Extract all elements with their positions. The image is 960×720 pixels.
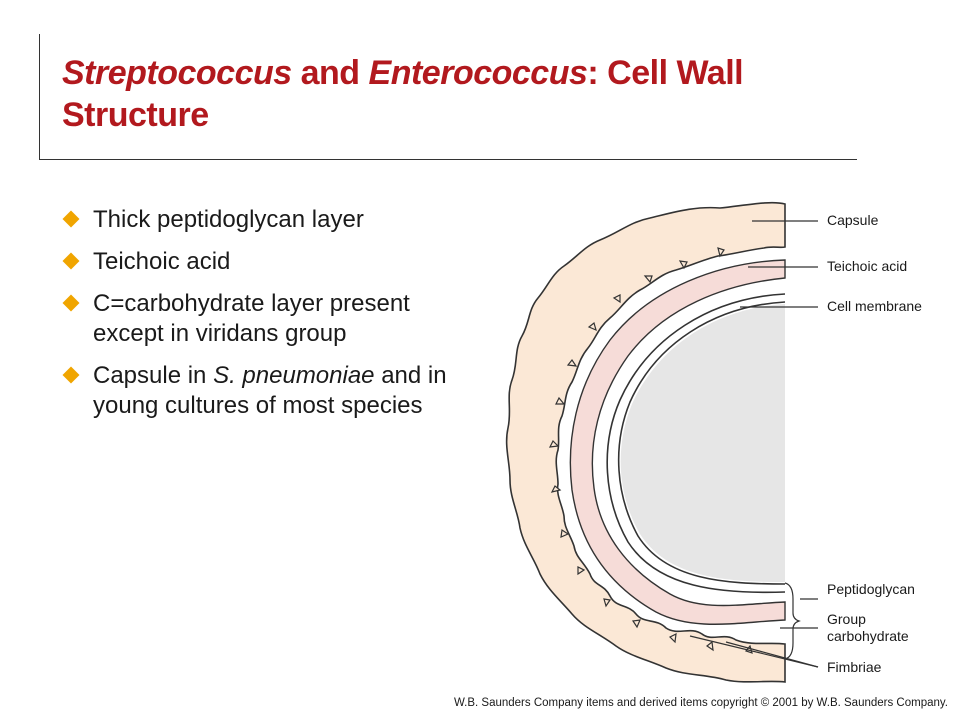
title-rule-horizontal bbox=[39, 159, 857, 160]
label-teichoic-acid: Teichoic acid bbox=[827, 258, 908, 274]
bullet-text: Teichoic acid bbox=[93, 248, 231, 275]
diamond-bullet-icon bbox=[62, 252, 80, 270]
diamond-bullet-icon bbox=[62, 294, 80, 312]
bullet-text-species: S. pneumoniae bbox=[213, 362, 375, 389]
cell-wall-diagram: Capsule Teichoic acid Cell membrane Pept… bbox=[480, 190, 950, 690]
cytoplasm bbox=[620, 304, 785, 582]
title-and: and bbox=[291, 54, 369, 92]
bullet-item-capsule: Capsule in S. pneumoniae and in young cu… bbox=[62, 361, 482, 421]
bullet-item-peptidoglycan: Thick peptidoglycan layer bbox=[62, 205, 482, 235]
slide-title: Streptococcus and Enterococcus: Cell Wal… bbox=[62, 52, 842, 136]
bullet-item-carbohydrate: C=carbohydrate layer present except in v… bbox=[62, 289, 482, 349]
title-enterococcus: Enterococcus bbox=[368, 54, 588, 92]
label-group: Group bbox=[827, 611, 866, 627]
leader-lines bbox=[689, 220, 819, 668]
title-streptococcus: Streptococcus bbox=[62, 54, 292, 92]
bullet-text: C=carbohydrate layer present except in v… bbox=[93, 290, 410, 347]
label-peptidoglycan: Peptidoglycan bbox=[827, 581, 915, 597]
title-rest: : Cell Wall Structure bbox=[62, 54, 744, 134]
bullet-text-prefix: Capsule in bbox=[93, 362, 214, 389]
capsule-layer bbox=[505, 201, 786, 683]
bullet-item-teichoic: Teichoic acid bbox=[62, 247, 482, 277]
diamond-bullet-icon bbox=[62, 366, 80, 384]
label-capsule: Capsule bbox=[827, 212, 879, 228]
bullet-text: Thick peptidoglycan layer bbox=[93, 206, 364, 233]
label-carbohydrate: carbohydrate bbox=[827, 628, 909, 644]
copyright-notice: W.B. Saunders Company items and derived … bbox=[453, 697, 948, 709]
title-rule-vertical bbox=[39, 34, 40, 159]
teichoic-acid-layer bbox=[569, 259, 786, 625]
bullet-list: Thick peptidoglycan layer Teichoic acid … bbox=[62, 205, 482, 433]
label-cell-membrane: Cell membrane bbox=[827, 298, 922, 314]
cell-wall-illustration bbox=[505, 201, 819, 683]
bullet-text-suffix: and in young cultures of most species bbox=[93, 362, 447, 419]
label-fimbriae: Fimbriae bbox=[827, 659, 882, 675]
cell-membrane-outer bbox=[606, 293, 786, 594]
cell-membrane-inner bbox=[617, 301, 786, 585]
diamond-bullet-icon bbox=[62, 210, 80, 228]
